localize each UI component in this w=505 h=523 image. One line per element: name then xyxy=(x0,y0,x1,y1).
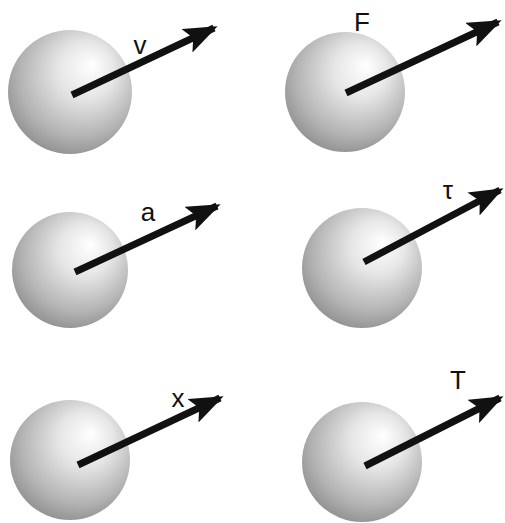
vector-arrow xyxy=(365,398,500,466)
vector-label: v xyxy=(134,32,147,58)
vector-label: τ xyxy=(443,177,453,203)
sphere xyxy=(302,402,422,522)
sphere xyxy=(285,32,405,152)
vector-label: x xyxy=(172,385,185,411)
vector-label: T xyxy=(450,367,466,393)
vector-arrow xyxy=(364,190,500,262)
vector-arrow xyxy=(78,398,220,465)
sphere xyxy=(8,30,132,154)
vector-label: F xyxy=(354,9,370,35)
sphere xyxy=(12,212,128,328)
vector-arrow xyxy=(72,28,214,95)
sphere xyxy=(302,208,422,328)
sphere xyxy=(10,400,130,520)
vector-label: a xyxy=(141,199,155,225)
